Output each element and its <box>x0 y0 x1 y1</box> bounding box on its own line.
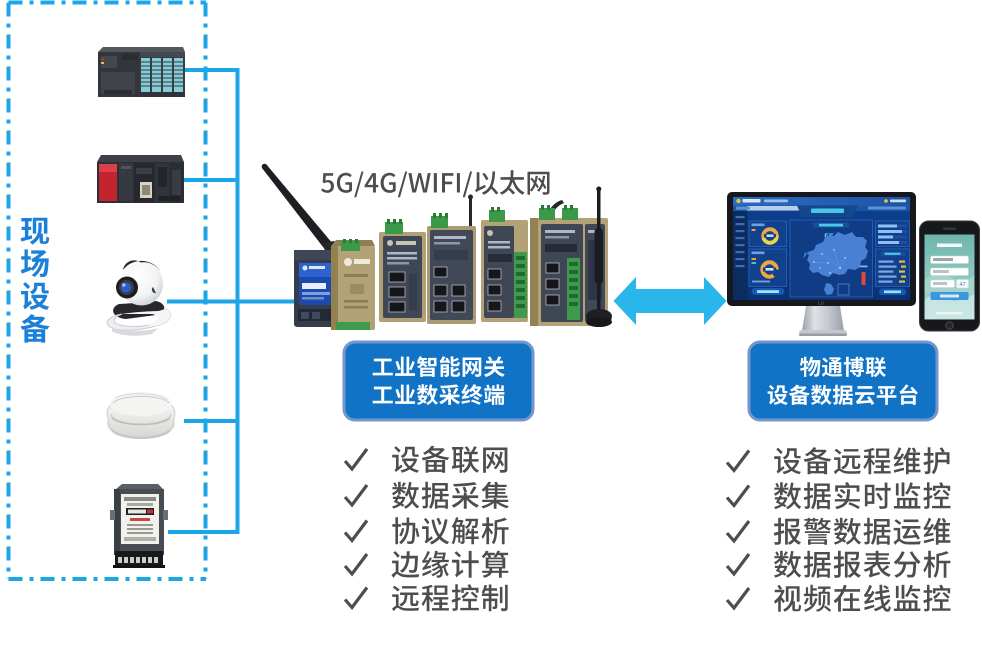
svg-text:LG: LG <box>818 301 825 306</box>
svg-text:47: 47 <box>959 282 965 288</box>
